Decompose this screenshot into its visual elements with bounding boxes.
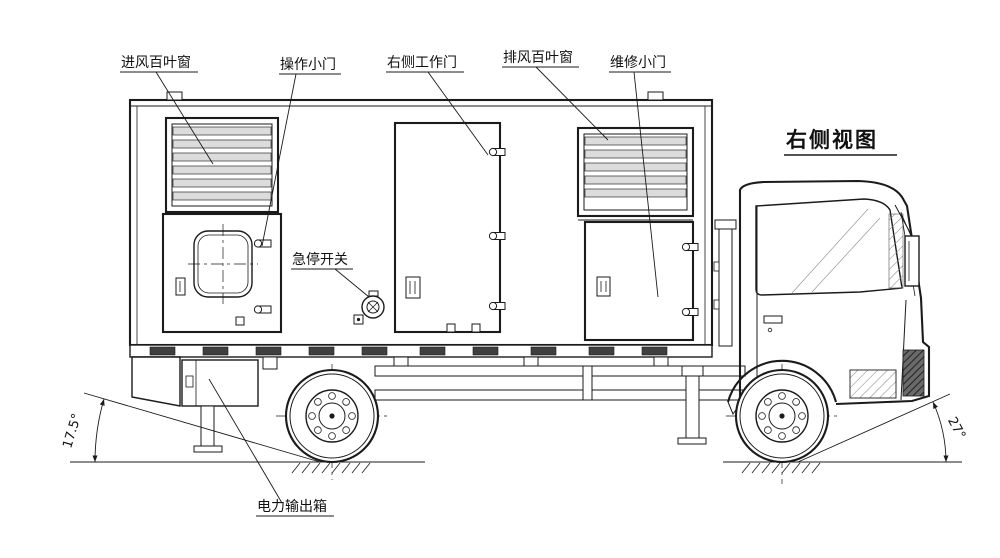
ground-line xyxy=(70,461,962,474)
intake-louver-label: 进风百叶窗 xyxy=(121,54,191,71)
cross-member xyxy=(582,365,593,401)
operation-door xyxy=(161,212,283,334)
right-work-door xyxy=(393,121,506,334)
chassis xyxy=(129,344,746,453)
callout-work-door: 右侧工作门 xyxy=(386,55,489,156)
roof-lug xyxy=(647,91,664,101)
callout-operation-door: 操作小门 xyxy=(261,57,341,247)
callout-exhaust-louver: 排风百叶窗 xyxy=(502,49,609,141)
callout-power-output-box: 电力输出箱 xyxy=(208,378,334,517)
callout-intake-louver: 进风百叶窗 xyxy=(120,54,214,165)
exhaust-louver-label: 排风百叶窗 xyxy=(503,49,573,66)
emergency-stop-label: 急停开关 xyxy=(292,251,348,268)
roof-lug xyxy=(166,91,183,101)
work-door-label: 右侧工作门 xyxy=(387,55,457,71)
rear-support-jack xyxy=(193,405,223,453)
maintenance-door-label: 维修小门 xyxy=(610,55,666,71)
intake-louver-window xyxy=(164,116,280,214)
side-mirror xyxy=(894,204,920,287)
rear-skirt xyxy=(131,356,181,407)
hinge xyxy=(681,242,699,252)
hinge xyxy=(488,301,506,311)
door-handle xyxy=(405,276,421,299)
front-wheel xyxy=(726,364,838,484)
door-handle xyxy=(175,277,186,296)
emergency-stop-switch xyxy=(353,290,385,325)
hinge xyxy=(253,305,272,314)
power-output-box xyxy=(181,359,259,407)
cab-step-box xyxy=(849,369,897,399)
hinge xyxy=(488,231,506,241)
maintenance-door xyxy=(583,220,699,342)
callout-emergency-stop: 急停开关 xyxy=(291,251,370,298)
view-title-text: 右侧视图 xyxy=(786,128,878,152)
view-title: 右侧视图 xyxy=(784,128,897,156)
callout-maintenance-door: 维修小门 xyxy=(609,55,671,298)
exhaust-louver-window xyxy=(576,126,695,221)
door-latch xyxy=(471,323,481,333)
door-latch xyxy=(235,316,245,326)
rear-wheel xyxy=(276,364,388,480)
hinge xyxy=(681,307,699,317)
exhaust-stack xyxy=(713,219,737,347)
hinge xyxy=(488,147,506,157)
front-step-grille xyxy=(902,349,925,397)
cab xyxy=(713,179,931,416)
power-output-box-label: 电力输出箱 xyxy=(257,499,327,515)
operation-door-label: 操作小门 xyxy=(280,57,336,73)
mid-support-jack xyxy=(677,365,707,445)
door-latch xyxy=(446,323,456,333)
door-handle xyxy=(596,276,611,297)
front-approach-angle-label: 27° xyxy=(944,415,968,442)
rear-departure-angle-label: 17.5° xyxy=(60,412,85,450)
cab-window xyxy=(755,198,904,296)
hinge xyxy=(253,239,272,248)
cab-door-handle xyxy=(763,315,783,324)
